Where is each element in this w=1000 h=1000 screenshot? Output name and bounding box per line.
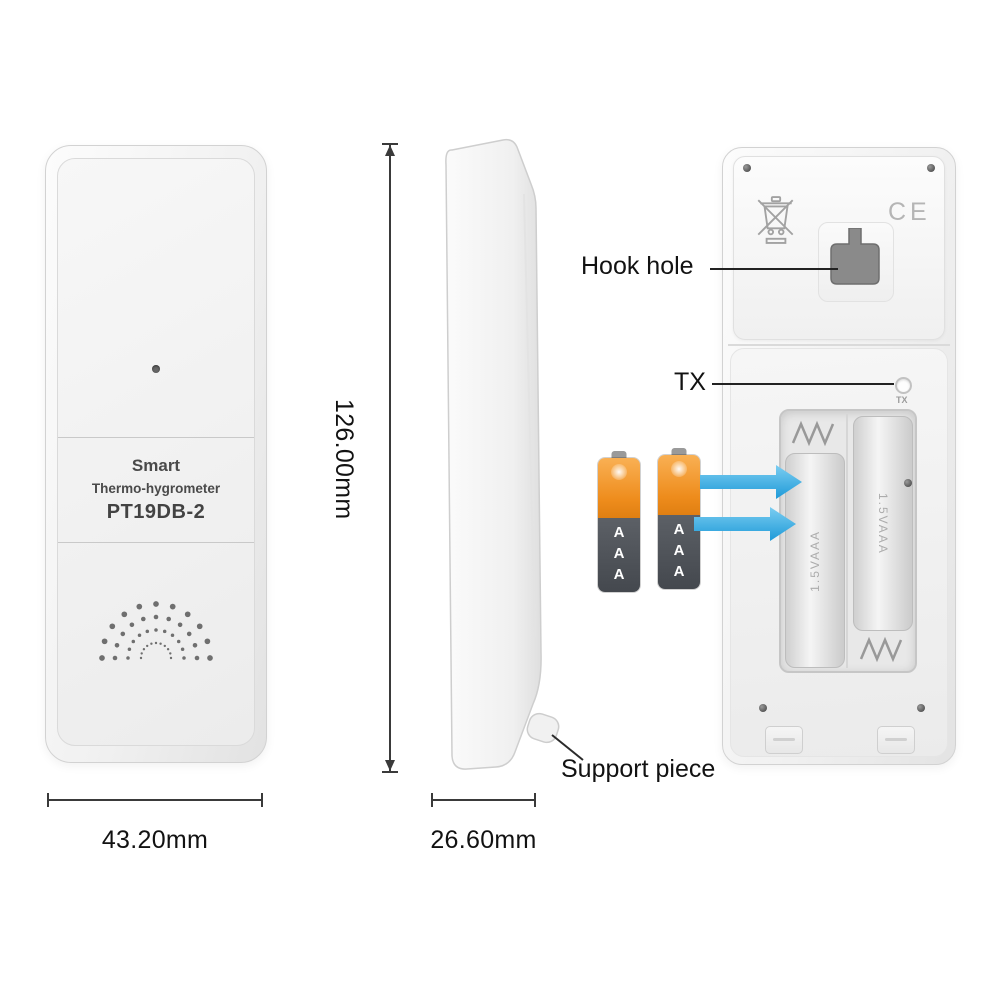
screw-icon [927, 164, 935, 172]
battery-spring [791, 420, 835, 447]
hook-hole-callout-label: Hook hole [581, 252, 694, 280]
height-dimension-line [382, 143, 398, 773]
battery-insert-arrows [694, 465, 802, 541]
screw-icon [759, 704, 767, 712]
back-view-device: CE 1.5VAAA 1.5VAAA [722, 147, 956, 765]
battery-body: AAA [597, 457, 641, 593]
tx-callout-label: TX [674, 368, 706, 396]
battery-cover-clip [765, 726, 803, 754]
side-profile-body [445, 138, 542, 770]
aaa-battery: AAA [657, 448, 701, 590]
speaker-grille [99, 601, 213, 661]
tx-leader-line [712, 383, 894, 385]
installed-battery-right: 1.5VAAA [853, 416, 913, 631]
dimension-tick [382, 771, 398, 773]
hook-hole-cutout [830, 228, 880, 285]
battery-highlight [671, 461, 687, 477]
dimension-tick [431, 793, 433, 807]
battery-marking: 1.5VAAA [876, 492, 890, 555]
support-piece-leader-line [551, 734, 584, 761]
battery-cover-clip [877, 726, 915, 754]
dimension-tick [47, 793, 49, 807]
insert-arrow-icon [694, 507, 796, 541]
back-seam-line [728, 344, 950, 346]
aaa-battery: AAA [597, 451, 641, 593]
support-piece-callout-label: Support piece [561, 755, 716, 783]
side-depth-dimension-line [431, 793, 536, 807]
front-view-device: Smart Thermo-hygrometer PT19DB-2 [45, 145, 267, 763]
tx-port-marking: TX [896, 395, 908, 405]
hook-hole-leader-line [710, 268, 838, 270]
dimension-tick [534, 793, 536, 807]
insert-arrow-icon [700, 465, 802, 499]
battery-size-label: AAA [610, 523, 628, 587]
installed-battery-left: 1.5VAAA [785, 453, 845, 668]
dimension-arrow-up-icon [385, 145, 395, 156]
tx-indicator-dot [895, 377, 912, 394]
ce-mark: CE [888, 198, 931, 226]
brand-line-2: Thermo-hygrometer [91, 481, 221, 496]
screw-icon [743, 164, 751, 172]
battery-body: AAA [657, 454, 701, 590]
height-value: 126.00mm [330, 399, 358, 520]
battery-positive-terminal [611, 451, 627, 458]
dimension-tick [261, 793, 263, 807]
weee-crossed-bin-icon [757, 196, 794, 244]
screw-icon [904, 479, 912, 487]
dimension-arrow-down-icon [385, 760, 395, 771]
model-number: PT19DB-2 [106, 501, 206, 523]
screw-icon [917, 704, 925, 712]
front-face-panel: Smart Thermo-hygrometer PT19DB-2 [57, 158, 255, 746]
battery-spring [859, 636, 903, 663]
compartment-divider [846, 414, 848, 668]
side-bezel-edge [523, 193, 536, 638]
front-label-block: Smart Thermo-hygrometer PT19DB-2 [58, 437, 254, 543]
battery-gray-band: AAA [598, 518, 640, 592]
battery-marking: 1.5VAAA [808, 529, 822, 592]
front-width-value: 43.20mm [101, 826, 209, 854]
battery-orange-band [598, 458, 640, 518]
brand-line-1: Smart [131, 456, 181, 475]
battery-orange-band [658, 455, 700, 515]
battery-gray-band: AAA [658, 515, 700, 589]
dimension-tick [382, 143, 398, 145]
battery-size-label: AAA [670, 520, 688, 584]
support-piece-foot [526, 712, 560, 744]
battery-highlight [611, 464, 627, 480]
led-indicator [152, 365, 160, 373]
front-width-dimension-line [47, 793, 263, 807]
side-depth-value: 26.60mm [430, 826, 537, 854]
battery-compartment: 1.5VAAA 1.5VAAA [779, 409, 917, 673]
battery-positive-terminal [671, 448, 687, 455]
side-view-device [445, 138, 584, 770]
